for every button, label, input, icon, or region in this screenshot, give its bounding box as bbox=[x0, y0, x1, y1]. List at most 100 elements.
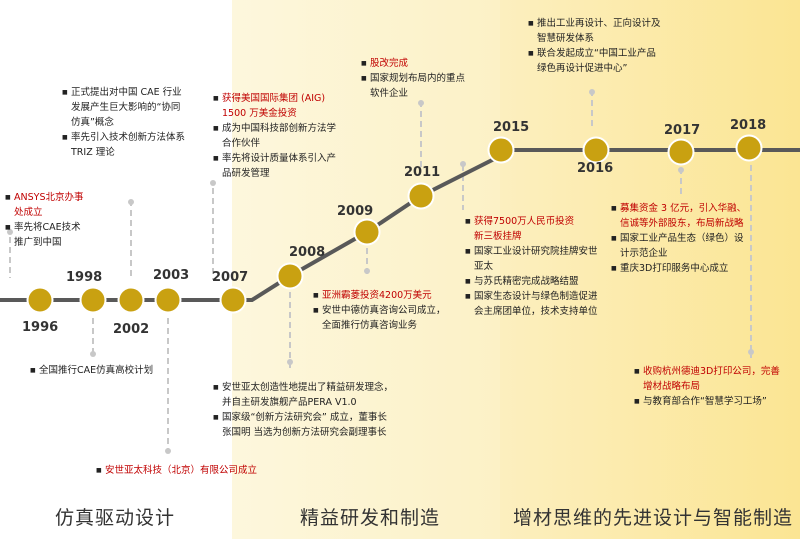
note-text: 新三板挂牌 bbox=[474, 231, 522, 242]
note-text: 处成立 bbox=[14, 207, 43, 218]
note-1996: ANSYS北京办事处成立率先将CAE技术推广到中国 bbox=[5, 190, 83, 250]
note-2017: 募集资金 3 亿元，引入华融、信诚等外部股东，布局新战略国家工业产品生态（绿色）… bbox=[611, 201, 746, 276]
note-item: 亚洲霸菱投资4200万美元 bbox=[313, 288, 446, 303]
connector-dot bbox=[460, 161, 466, 167]
note-1998-bottom: 全国推行CAE仿真高校计划 bbox=[30, 363, 153, 378]
year-node-2017 bbox=[667, 138, 695, 166]
note-item: 安世中德仿真咨询公司成立， 全面推行仿真咨询业务 bbox=[313, 303, 446, 333]
note-text: 张国明 当选为创新方法研究会副理事长 bbox=[222, 427, 387, 438]
year-1996: 1996 bbox=[22, 320, 59, 335]
note-text: 成为中国科技部创新方法学 bbox=[222, 123, 337, 134]
year-node-1996 bbox=[26, 286, 54, 314]
phase-title-2: 精益研发和制造 bbox=[300, 507, 441, 529]
note-text: 仿真”概念 bbox=[71, 117, 114, 128]
note-2016: 推出工业再设计、正向设计及智慧研发体系联合发起成立“中国工业产品绿色再设计促进中… bbox=[528, 16, 661, 76]
note-text: 国家级“创新方法研究会” 成立，董事长 bbox=[222, 412, 387, 423]
note-text: 增材战略布局 bbox=[643, 381, 701, 392]
year-2003: 2003 bbox=[153, 268, 190, 283]
connector-dot bbox=[678, 167, 684, 173]
year-2017: 2017 bbox=[664, 123, 701, 138]
note-2007-bottom: 安世亚太创造性地提出了精益研发理念， 并自主研发旗舰产品PERA V1.0 国家级“… bbox=[213, 380, 393, 440]
note-text: 1500 万美金投资 bbox=[222, 108, 297, 119]
note-text: TRIZ 理论 bbox=[71, 147, 115, 158]
connector-dot bbox=[418, 100, 424, 106]
year-node-2008 bbox=[276, 262, 304, 290]
note-item: 获得美国国际集团 (AIG) 1500 万美金投资 bbox=[213, 91, 336, 121]
note-text: 获得美国国际集团 (AIG) bbox=[222, 93, 326, 104]
note-item: 股改完成 bbox=[361, 56, 465, 71]
connector-dot bbox=[748, 349, 754, 355]
note-text: 与教育部合作“智慧学习工场” bbox=[643, 396, 767, 407]
connector-dot bbox=[287, 359, 293, 365]
note-2011: 股改完成国家规划布局内的重点软件企业 bbox=[361, 56, 465, 101]
note-text: 安世亚太科技（北京）有限公司成立 bbox=[105, 465, 258, 476]
note-text: 计示范企业 bbox=[620, 248, 668, 259]
year-node-2003 bbox=[154, 286, 182, 314]
note-text: 发展产生巨大影响的“协同 bbox=[71, 102, 181, 113]
note-text: 重庆3D打印服务中心成立 bbox=[620, 263, 729, 274]
note-text: 推出工业再设计、正向设计及 bbox=[537, 18, 661, 29]
year-node-2011 bbox=[407, 182, 435, 210]
note-text: 全面推行仿真咨询业务 bbox=[322, 320, 418, 331]
note-item: 与教育部合作“智慧学习工场” bbox=[634, 394, 780, 409]
year-node-2009 bbox=[353, 218, 381, 246]
note-2009: 亚洲霸菱投资4200万美元安世中德仿真咨询公司成立， 全面推行仿真咨询业务 bbox=[313, 288, 446, 333]
connector-dot bbox=[210, 180, 216, 186]
note-text: 全国推行CAE仿真高校计划 bbox=[39, 365, 154, 376]
note-text: 获得7500万人民币投资 bbox=[474, 216, 575, 227]
note-2003: 安世亚太科技（北京）有限公司成立 bbox=[96, 463, 257, 478]
note-text: 会主席团单位，技术支持单位 bbox=[474, 306, 598, 317]
year-node-2007 bbox=[219, 286, 247, 314]
note-item: 重庆3D打印服务中心成立 bbox=[611, 261, 746, 276]
note-text: 亚洲霸菱投资4200万美元 bbox=[322, 290, 432, 301]
connector-dot bbox=[128, 199, 134, 205]
connector-dot bbox=[165, 448, 171, 454]
note-text: 国家生态设计与绿色制造促进 bbox=[474, 291, 598, 302]
note-text: ANSYS北京办事 bbox=[14, 192, 84, 203]
note-text: 国家规划布局内的重点 bbox=[370, 73, 466, 84]
year-2011: 2011 bbox=[404, 165, 441, 180]
note-text: 率先将CAE技术 bbox=[14, 222, 81, 233]
note-text: 正式提出对中国 CAE 行业 bbox=[71, 87, 182, 98]
note-text: 信诚等外部股东，布局新战略 bbox=[620, 218, 744, 229]
year-node-1998 bbox=[79, 286, 107, 314]
note-text: 安世亚太创造性地提出了精益研发理念， bbox=[222, 382, 394, 393]
phase-title-1: 仿真驱动设计 bbox=[55, 507, 176, 529]
year-2018: 2018 bbox=[730, 118, 767, 133]
year-node-2016 bbox=[582, 136, 610, 164]
note-item: 募集资金 3 亿元，引入华融、信诚等外部股东，布局新战略 bbox=[611, 201, 746, 231]
note-text: 国家工业设计研究院挂牌安世 bbox=[474, 246, 598, 257]
year-2008: 2008 bbox=[289, 245, 326, 260]
phase-title-3: 增材思维的先进设计与智能制造 bbox=[513, 507, 794, 529]
year-1998: 1998 bbox=[66, 270, 103, 285]
note-text: 联合发起成立“中国工业产品 bbox=[537, 48, 656, 59]
note-text: 安世中德仿真咨询公司成立， bbox=[322, 305, 446, 316]
note-text: 品研发管理 bbox=[222, 168, 270, 179]
connector-dot bbox=[589, 89, 595, 95]
note-text: 绿色再设计促进中心” bbox=[537, 63, 628, 74]
note-text: 收购杭州德迪3D打印公司，完善 bbox=[643, 366, 780, 377]
note-text: 推广到中国 bbox=[14, 237, 62, 248]
note-text: 股改完成 bbox=[370, 58, 409, 69]
note-text: 与苏氏精密完成战略结盟 bbox=[474, 276, 579, 287]
year-2016: 2016 bbox=[577, 161, 614, 176]
note-item: 安世亚太创造性地提出了精益研发理念， 并自主研发旗舰产品PERA V1.0 bbox=[213, 380, 393, 410]
note-2018: 收购杭州德迪3D打印公司，完善增材战略布局与教育部合作“智慧学习工场” bbox=[634, 364, 780, 409]
note-text: 并自主研发旗舰产品PERA V1.0 bbox=[222, 397, 357, 408]
year-2009: 2009 bbox=[337, 204, 374, 219]
year-node-2015 bbox=[487, 136, 515, 164]
note-text: 亚太 bbox=[474, 261, 494, 272]
year-2002: 2002 bbox=[113, 322, 150, 337]
